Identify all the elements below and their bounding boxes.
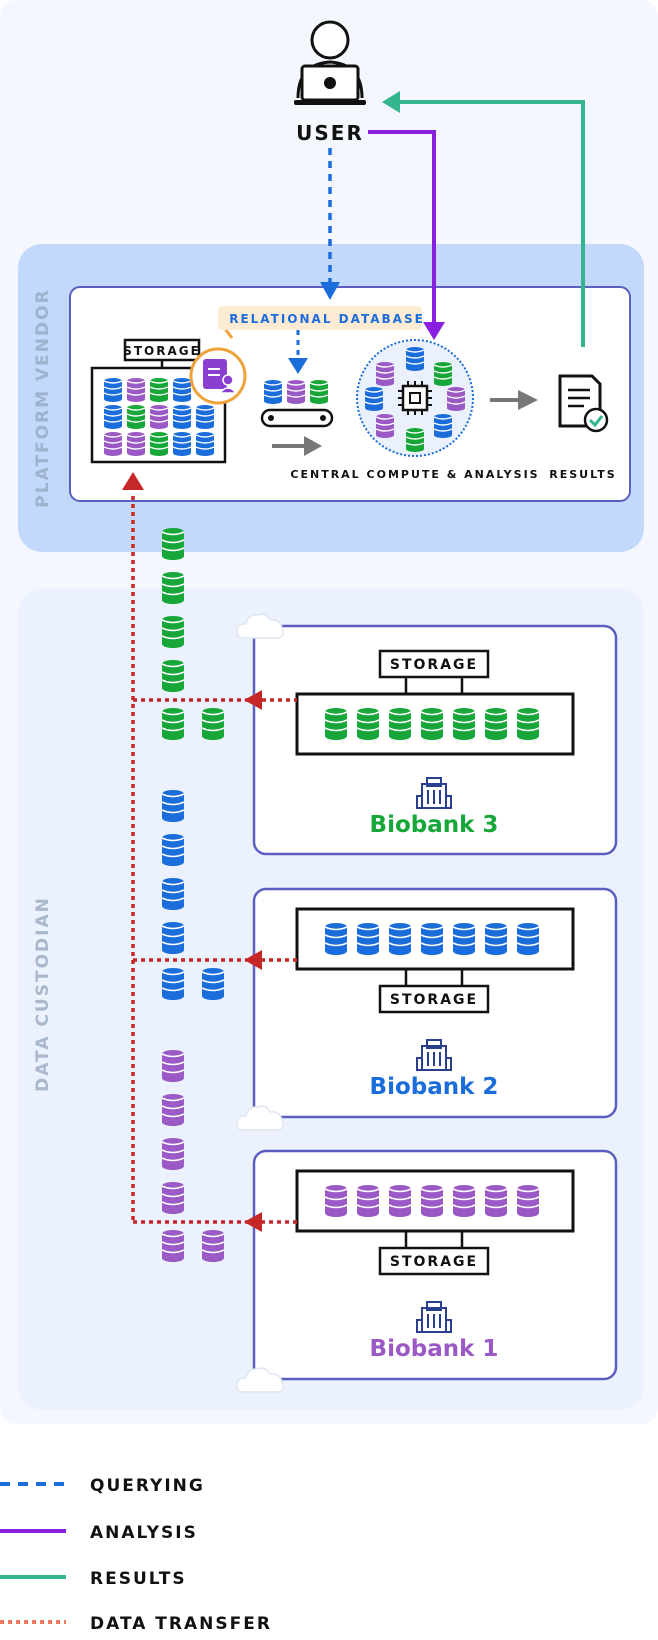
- svg-text:DATA TRANSFER: DATA TRANSFER: [90, 1614, 272, 1634]
- biobank-3-name: Biobank 3: [370, 812, 499, 838]
- compute-to-results-arrow: [490, 390, 538, 410]
- data-transfer-lines: [122, 472, 297, 1232]
- etl-conveyor-icon: [260, 379, 334, 456]
- svg-text:ANALYSIS: ANALYSIS: [90, 1523, 198, 1543]
- svg-text:STORAGE: STORAGE: [390, 1254, 478, 1270]
- analysis-line: [368, 130, 445, 340]
- biobank-2-name: Biobank 2: [370, 1074, 499, 1100]
- relational-database-tag: [218, 306, 422, 330]
- legend-results: RESULTS: [0, 1569, 187, 1589]
- user-icon: [294, 20, 366, 105]
- svg-text:RESULTS: RESULTS: [90, 1569, 187, 1589]
- biobank-1-card: STORAGE Biobank 1: [236, 1149, 618, 1393]
- biobank-1-name: Biobank 1: [370, 1336, 499, 1362]
- relational-database-label: RELATIONAL DATABASE: [229, 312, 425, 326]
- biobank-3-card: STORAGE Biobank 3: [236, 613, 618, 856]
- legend-analysis: ANALYSIS: [0, 1523, 198, 1543]
- central-compute-icon: [356, 339, 474, 457]
- central-compute-label: CENTRAL COMPUTE & ANALYSIS: [290, 468, 539, 481]
- platform-vendor-label: PLATFORM VENDOR: [33, 288, 53, 507]
- legend-data-transfer: DATA TRANSFER: [0, 1614, 272, 1634]
- user-label: USER: [296, 121, 364, 145]
- svg-text:STORAGE: STORAGE: [390, 992, 478, 1008]
- svg-text:QUERYING: QUERYING: [90, 1476, 205, 1496]
- results-document-icon: [558, 374, 609, 433]
- legend: QUERYING ANALYSIS RESULTS DATA TRANSFER: [0, 1476, 272, 1634]
- biobank-2-card: STORAGE Biobank 2: [236, 887, 618, 1131]
- data-custodian-label: DATA CUSTODIAN: [33, 896, 53, 1092]
- svg-text:STORAGE: STORAGE: [390, 657, 478, 673]
- results-line: [382, 91, 585, 347]
- results-label: RESULTS: [549, 468, 616, 481]
- legend-querying: QUERYING: [0, 1476, 205, 1496]
- querying-line: [288, 148, 340, 374]
- svg-text:STORAGE: STORAGE: [123, 344, 201, 358]
